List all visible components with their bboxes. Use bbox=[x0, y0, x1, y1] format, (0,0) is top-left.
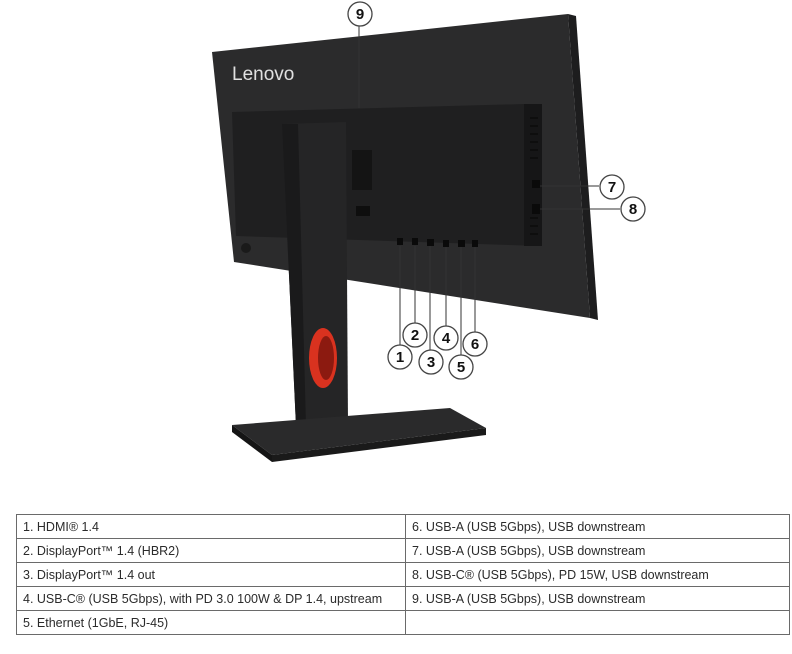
rear-housing bbox=[232, 104, 540, 246]
brand-logo: Lenovo bbox=[232, 64, 294, 85]
svg-text:5: 5 bbox=[457, 359, 465, 376]
svg-text:8: 8 bbox=[629, 201, 637, 218]
port-cell: 8. USB-C® (USB 5Gbps), PD 15W, USB downs… bbox=[405, 562, 790, 587]
svg-text:3: 3 bbox=[427, 354, 435, 371]
callout-2: 2 bbox=[402, 322, 428, 348]
table-row: 3. DisplayPort™ 1.4 out 8. USB-C® (USB 5… bbox=[16, 562, 790, 587]
port-cell: 2. DisplayPort™ 1.4 (HBR2) bbox=[16, 538, 406, 563]
bottom-ports bbox=[397, 238, 478, 247]
svg-text:9: 9 bbox=[356, 6, 364, 23]
callout-4: 4 bbox=[433, 325, 459, 351]
svg-text:2: 2 bbox=[411, 327, 419, 344]
callout-7: 7 bbox=[599, 174, 625, 200]
port-cell: 5. Ethernet (1GbE, RJ-45) bbox=[16, 610, 406, 635]
side-usb-a-port bbox=[532, 180, 540, 188]
table-row: 2. DisplayPort™ 1.4 (HBR2) 7. USB-A (USB… bbox=[16, 538, 790, 563]
stand-base bbox=[232, 408, 486, 455]
table-row: 5. Ethernet (1GbE, RJ-45) bbox=[16, 610, 790, 635]
svg-text:6: 6 bbox=[471, 336, 479, 353]
port-cell bbox=[405, 610, 790, 635]
svg-text:7: 7 bbox=[608, 179, 616, 196]
callout-lines bbox=[358, 26, 620, 356]
table-row: 4. USB-C® (USB 5Gbps), with PD 3.0 100W … bbox=[16, 586, 790, 611]
callout-6: 6 bbox=[462, 331, 488, 357]
port-cell: 4. USB-C® (USB 5Gbps), with PD 3.0 100W … bbox=[16, 586, 406, 611]
port-cell: 9. USB-A (USB 5Gbps), USB downstream bbox=[405, 586, 790, 611]
callouts: 9 1 2 3 4 5 6 bbox=[347, 1, 646, 380]
table-row: 1. HDMI® 1.4 6. USB-A (USB 5Gbps), USB d… bbox=[16, 514, 790, 539]
port-cell: 3. DisplayPort™ 1.4 out bbox=[16, 562, 406, 587]
callout-5: 5 bbox=[448, 354, 474, 380]
port-cell: 1. HDMI® 1.4 bbox=[16, 514, 406, 539]
monitor-rear-illustration: Lenovo bbox=[212, 1, 646, 462]
port-cell: 7. USB-A (USB 5Gbps), USB downstream bbox=[405, 538, 790, 563]
port-legend-table: 1. HDMI® 1.4 6. USB-A (USB 5Gbps), USB d… bbox=[16, 514, 790, 635]
callout-8: 8 bbox=[620, 196, 646, 222]
vent-slots bbox=[530, 117, 538, 235]
svg-text:1: 1 bbox=[396, 349, 404, 366]
callout-3: 3 bbox=[418, 349, 444, 375]
side-usb-c-port bbox=[532, 204, 540, 214]
svg-text:4: 4 bbox=[442, 330, 451, 347]
callout-1: 1 bbox=[387, 344, 413, 370]
callout-9: 9 bbox=[347, 1, 373, 27]
joystick-button bbox=[241, 243, 251, 253]
port-cell: 6. USB-A (USB 5Gbps), USB downstream bbox=[405, 514, 790, 539]
